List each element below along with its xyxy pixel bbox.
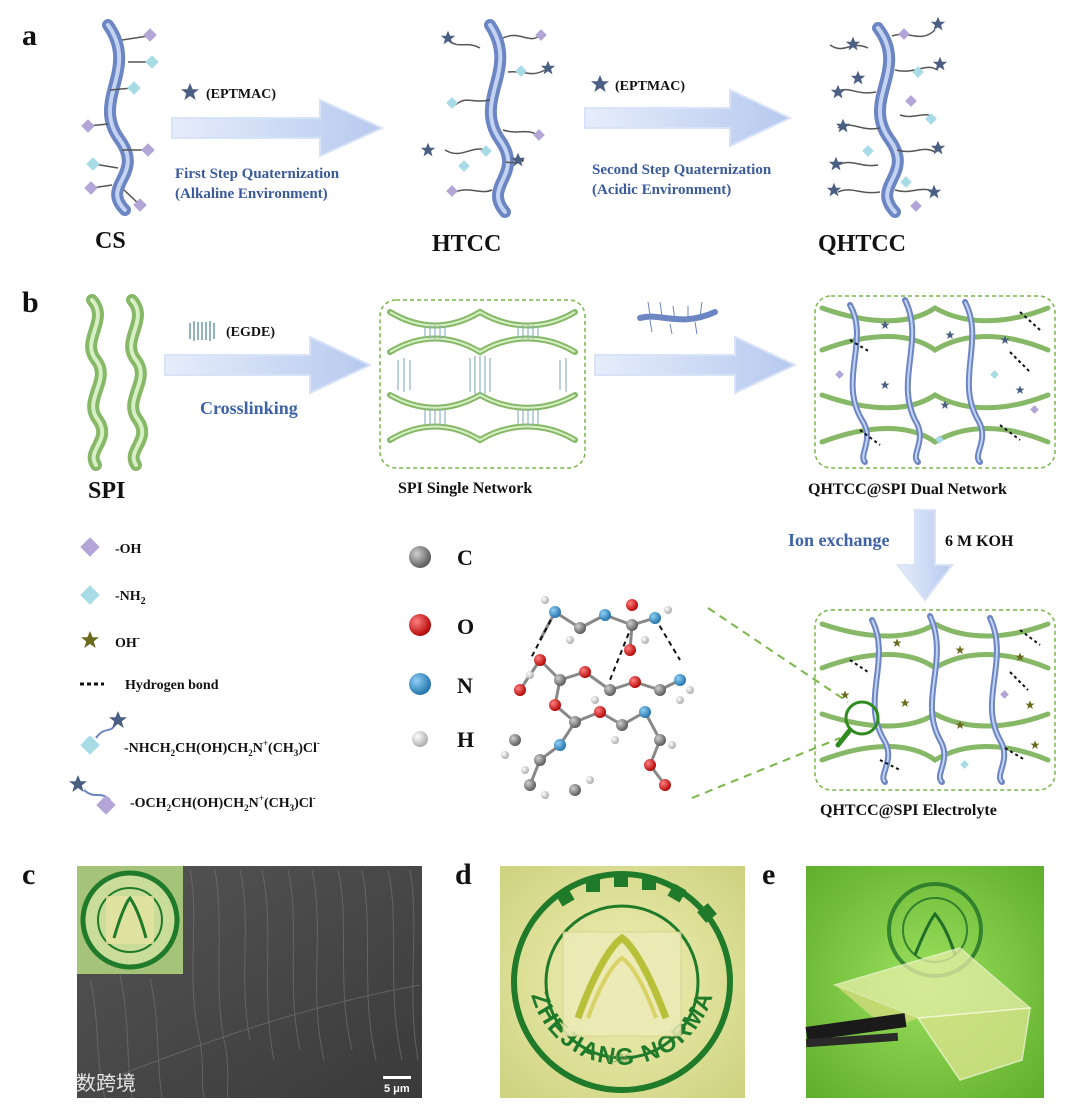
legend-hbond: Hydrogen bond bbox=[125, 678, 219, 693]
label-dual-network: QHTCC@SPI Dual Network bbox=[808, 481, 1007, 498]
step1-line1: First Step Quaternization bbox=[175, 166, 340, 182]
step2-line2: (Acidic Environment) bbox=[592, 182, 731, 198]
label-spi: SPI bbox=[88, 478, 125, 504]
egde-icon bbox=[189, 321, 215, 341]
watermark-logo-icon bbox=[12, 1072, 32, 1092]
nitrogen-atom-icon bbox=[409, 673, 431, 695]
carbon-atom-icon bbox=[409, 546, 431, 568]
zoom-lines bbox=[691, 607, 849, 799]
arrow-ion-exchange bbox=[895, 509, 955, 602]
spi-strands bbox=[85, 294, 149, 471]
legend-group2: -OCH2CH(OH)CH2N+(CH3)Cl- bbox=[130, 793, 316, 813]
step1-line2: (Alkaline Environment) bbox=[175, 186, 328, 202]
legend-oh-ion: OH- bbox=[115, 633, 140, 651]
molecule-model bbox=[501, 596, 694, 799]
atom-o: O bbox=[457, 614, 474, 639]
spi-single-network bbox=[379, 299, 586, 469]
panel-letter-b: b bbox=[22, 286, 39, 319]
watermark-text: 大数跨境 bbox=[56, 1071, 136, 1095]
sem-image: 5 μm bbox=[77, 866, 422, 1099]
photo-e bbox=[805, 866, 1044, 1098]
cs-chain bbox=[81, 19, 159, 216]
atom-n: N bbox=[457, 673, 473, 698]
arrow-step1 bbox=[171, 98, 385, 158]
qhtcc-mini-chain bbox=[637, 301, 718, 335]
panel-letter-e: e bbox=[762, 858, 775, 891]
label-koh: 6 M KOH bbox=[945, 533, 1014, 550]
atom-h: H bbox=[457, 727, 474, 752]
label-qhtcc: QHTCC bbox=[818, 231, 906, 257]
hydrogen-atom-icon bbox=[412, 731, 428, 747]
htcc-chain bbox=[420, 19, 556, 218]
reagent-egde: (EGDE) bbox=[226, 325, 275, 340]
legend-oh: -OH bbox=[115, 542, 142, 557]
label-ion-exchange: Ion exchange bbox=[788, 530, 890, 550]
reagent-eptmac-2: (EPTMAC) bbox=[615, 79, 685, 94]
seal-year: 1956 bbox=[606, 1051, 630, 1065]
legend: -OH -NH2 OH- Hydrogen bond -NHCH2CH(OH)C… bbox=[69, 537, 320, 815]
label-htcc: HTCC bbox=[432, 231, 501, 257]
label-electrolyte: QHTCC@SPI Electrolyte bbox=[820, 802, 997, 819]
arrow-step2 bbox=[584, 88, 793, 148]
panel-letter-c: c bbox=[22, 858, 35, 891]
group2-icon bbox=[69, 775, 116, 815]
group1-icon bbox=[80, 711, 127, 755]
star-icon bbox=[181, 83, 199, 100]
nh2-diamond-icon bbox=[80, 585, 100, 605]
legend-group1: -NHCH2CH(OH)CH2N+(CH3)Cl- bbox=[124, 738, 320, 758]
oh-diamond-icon bbox=[80, 537, 100, 557]
panel-letter-d: d bbox=[455, 858, 472, 891]
arrow-crosslinking bbox=[164, 335, 373, 395]
atom-legend: C O N H bbox=[409, 545, 474, 752]
qhtcc-spi-electrolyte bbox=[814, 609, 1056, 791]
oh-ion-star-icon bbox=[81, 631, 99, 648]
watermark: 大数跨境 bbox=[12, 1070, 136, 1095]
reagent-eptmac-1: (EPTMAC) bbox=[206, 87, 276, 102]
scale-bar-label: 5 μm bbox=[384, 1083, 410, 1095]
arrow-dual bbox=[594, 335, 798, 395]
panel-letter-a: a bbox=[22, 19, 37, 52]
qhtcc-spi-dual-network bbox=[814, 295, 1056, 469]
label-cs: CS bbox=[95, 228, 126, 254]
label-single-network: SPI Single Network bbox=[398, 480, 532, 497]
qhtcc-chain bbox=[826, 16, 948, 218]
legend-nh2: -NH2 bbox=[115, 589, 146, 607]
oxygen-atom-icon bbox=[409, 614, 431, 636]
label-crosslinking: Crosslinking bbox=[200, 398, 298, 418]
zoom-circle bbox=[844, 700, 880, 736]
star-icon bbox=[591, 75, 609, 92]
step2-line1: Second Step Quaternization bbox=[592, 162, 772, 178]
atom-c: C bbox=[457, 545, 473, 570]
